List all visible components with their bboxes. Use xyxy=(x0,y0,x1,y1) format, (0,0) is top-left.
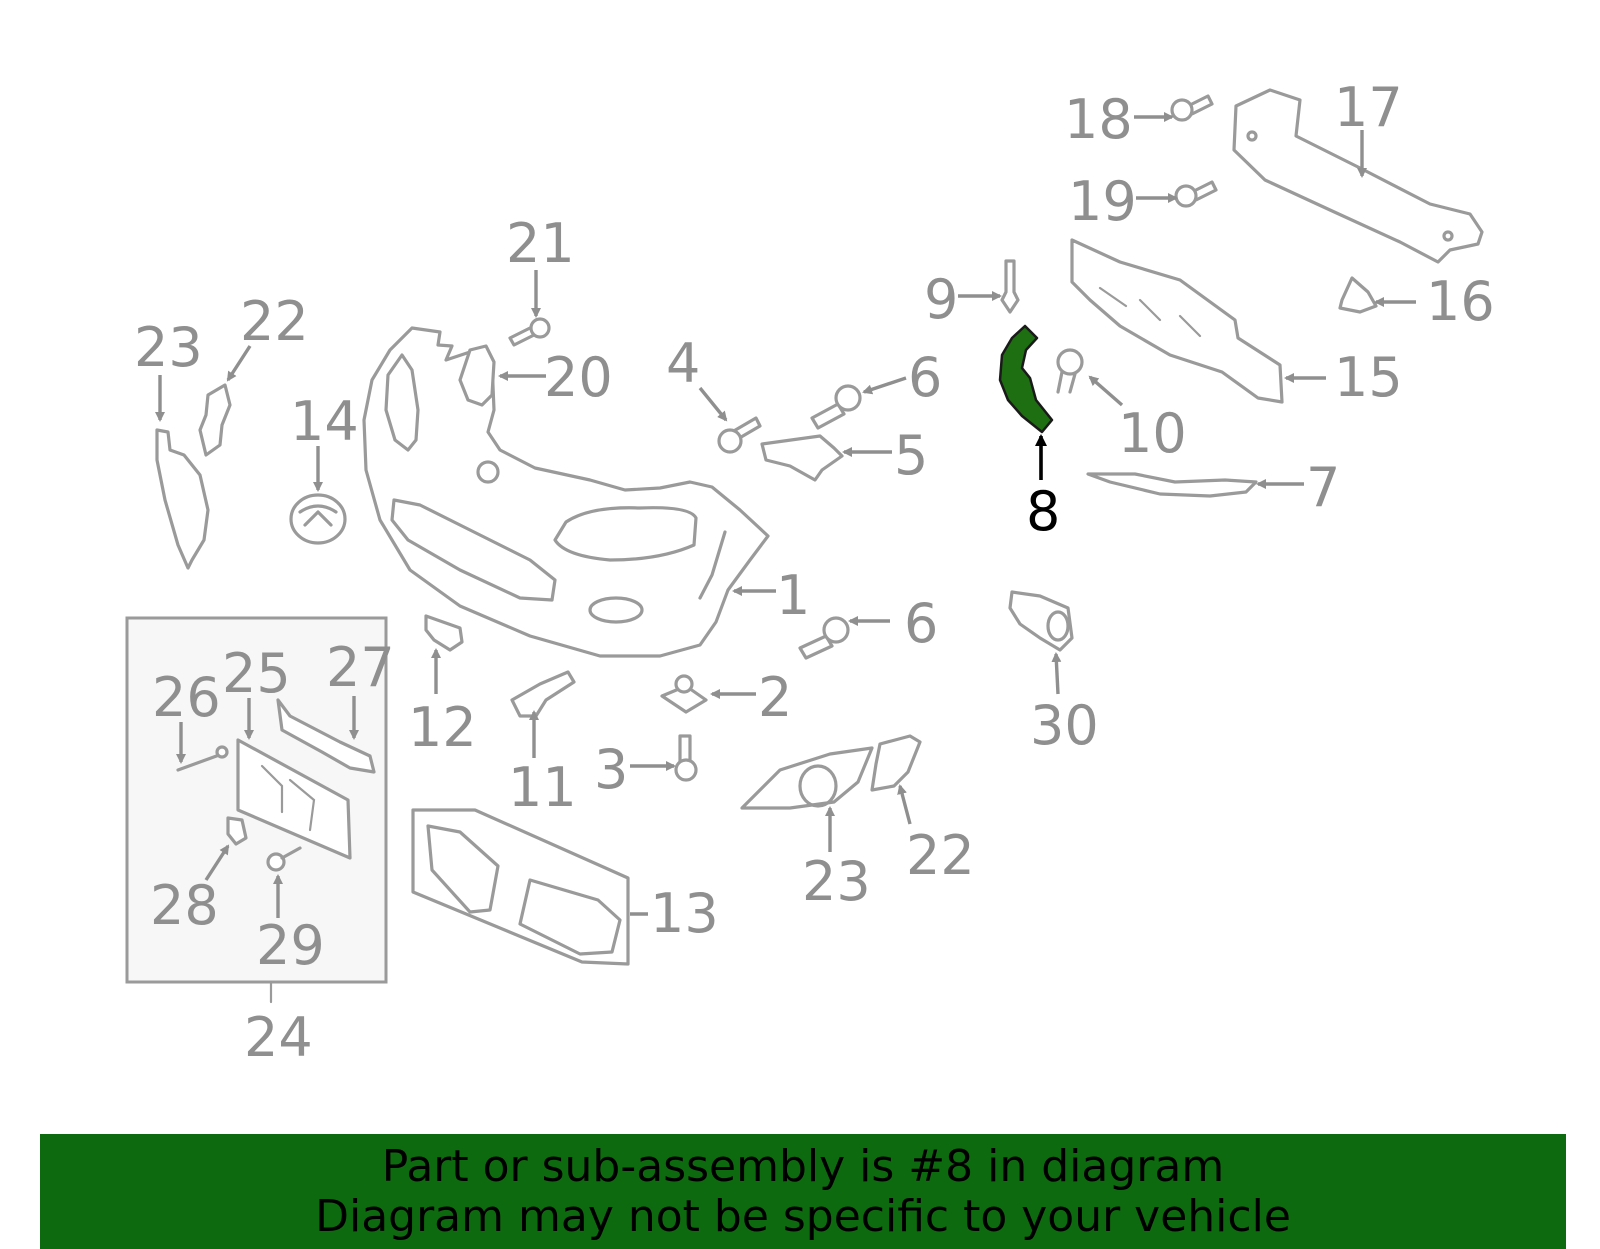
part-7-strip xyxy=(1086,472,1258,498)
callout-labels: 1 2 3 4 5 6 6 7 8 9 10 11 12 13 14 15 16… xyxy=(134,76,1495,1069)
part-16-clip xyxy=(1338,276,1378,314)
banner-line-part: Part or sub-assembly is #8 in diagram xyxy=(381,1140,1225,1192)
callout-13: 13 xyxy=(650,882,719,945)
part-15-energy-absorber xyxy=(1070,238,1284,404)
callout-26: 26 xyxy=(152,666,221,729)
callout-29: 29 xyxy=(256,914,325,977)
part-26-screw xyxy=(176,745,229,772)
callout-11: 11 xyxy=(508,756,577,819)
part-info-banner: Part or sub-assembly is #8 in diagram Di… xyxy=(40,1134,1566,1249)
callout-6-lower: 6 xyxy=(904,592,938,655)
part-6-bolt-lower xyxy=(798,616,850,660)
callout-16: 16 xyxy=(1426,270,1495,333)
callout-24: 24 xyxy=(244,1006,313,1069)
banner-line-disclaimer: Diagram may not be specific to your vehi… xyxy=(315,1190,1291,1242)
leader-arrows xyxy=(155,112,1416,918)
callout-19: 19 xyxy=(1068,170,1137,233)
part-25-license-plate-bracket xyxy=(236,738,352,860)
part-5-bracket xyxy=(760,434,844,482)
part-12-tow-hook-cap xyxy=(424,614,464,652)
callout-23-left: 23 xyxy=(134,316,203,379)
part-30-sensor xyxy=(1008,590,1074,652)
part-22-fog-lamp-bracket xyxy=(870,734,922,792)
part-29-screw xyxy=(266,846,302,872)
part-27-mount xyxy=(276,698,376,774)
part-19-bolt xyxy=(1174,180,1218,208)
part-8-bracket-highlighted xyxy=(998,324,1054,434)
callout-3: 3 xyxy=(594,738,628,801)
callout-22-left: 22 xyxy=(240,290,309,353)
callout-1: 1 xyxy=(776,564,810,627)
part-28-clip xyxy=(226,816,248,846)
callout-9: 9 xyxy=(924,268,958,331)
part-14-emblem xyxy=(289,493,347,545)
part-23-fog-lamp-bezel xyxy=(740,746,874,810)
part-22-side-bracket xyxy=(198,383,232,457)
callout-4: 4 xyxy=(666,332,700,395)
callout-14: 14 xyxy=(290,390,359,453)
callout-6-upper: 6 xyxy=(908,346,942,409)
callout-30: 30 xyxy=(1030,694,1099,757)
callout-7: 7 xyxy=(1306,456,1340,519)
callout-2: 2 xyxy=(758,666,792,729)
part-11-tow-hook xyxy=(510,670,576,718)
part-4-bolt xyxy=(717,416,762,454)
callout-12: 12 xyxy=(408,696,477,759)
part-23-side-bracket xyxy=(155,428,210,570)
part-21-bolt xyxy=(508,317,551,347)
callout-8-highlighted: 8 xyxy=(1026,480,1060,543)
callout-23-right: 23 xyxy=(802,850,871,913)
callout-22-right: 22 xyxy=(906,824,975,887)
part-20-bracket xyxy=(458,344,496,407)
bumper-cover-part xyxy=(362,326,770,658)
callout-5: 5 xyxy=(894,424,928,487)
callout-15: 15 xyxy=(1334,346,1403,409)
callout-27: 27 xyxy=(326,636,395,699)
part-6-bolt-upper xyxy=(810,384,862,430)
part-9-pin xyxy=(1000,259,1020,314)
callout-10: 10 xyxy=(1118,402,1187,465)
part-3-bolt xyxy=(674,734,698,782)
part-18-bolt xyxy=(1170,94,1214,122)
callout-28: 28 xyxy=(150,874,219,937)
callout-25: 25 xyxy=(222,642,291,705)
callout-21: 21 xyxy=(506,212,575,275)
callout-18: 18 xyxy=(1064,88,1133,151)
callout-20: 20 xyxy=(544,346,613,409)
part-10-push-clip xyxy=(1056,348,1084,394)
callout-17: 17 xyxy=(1334,76,1403,139)
part-2-clip-nut xyxy=(660,674,708,714)
part-13-grille xyxy=(411,808,630,966)
